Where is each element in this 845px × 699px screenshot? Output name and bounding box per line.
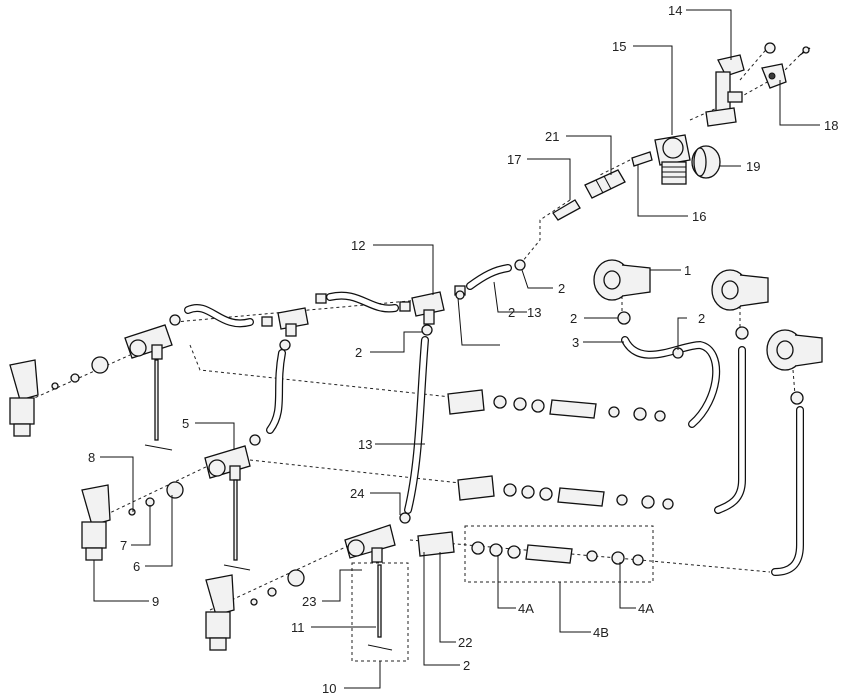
label-4a-right: 4A: [638, 601, 654, 616]
label-2-tee: 2: [355, 345, 362, 360]
label-4a-left: 4A: [518, 601, 534, 616]
label-12: 12: [351, 238, 365, 253]
label-10: 10: [322, 681, 336, 696]
label-2-left: 2: [570, 311, 577, 326]
label-13-top: 13: [527, 305, 541, 320]
label-6: 6: [133, 559, 140, 574]
inlet-fittings: [552, 169, 626, 221]
reservoir-fittings: [593, 259, 823, 405]
label-13-mid: 13: [358, 437, 372, 452]
water-valve-assembly: [631, 42, 811, 185]
label-2-mid: 2: [508, 305, 515, 320]
faucets: [9, 356, 305, 651]
label-15: 15: [612, 39, 626, 54]
label-8: 8: [88, 450, 95, 465]
label-21: 21: [545, 129, 559, 144]
label-7: 7: [120, 538, 127, 553]
label-16: 16: [692, 209, 706, 224]
fitting-chains: [399, 389, 674, 566]
label-14: 14: [668, 3, 682, 18]
label-3: 3: [572, 335, 579, 350]
label-2-bottom: 2: [463, 658, 470, 673]
label-5: 5: [182, 416, 189, 431]
label-24: 24: [350, 486, 364, 501]
label-9: 9: [152, 594, 159, 609]
dispense-valves: [124, 324, 396, 651]
label-19: 19: [746, 159, 760, 174]
group-box-4b: [464, 525, 654, 583]
label-1: 1: [684, 263, 691, 278]
assembly-dashed-lines: [29, 44, 806, 611]
tee-fittings: [169, 259, 526, 446]
label-11: 11: [291, 620, 305, 635]
part-labels: 14 15 18 21 17 19 16 12 1 2 2 2 2 2 13 3…: [88, 3, 838, 696]
label-2-upper: 2: [558, 281, 565, 296]
label-23: 23: [302, 594, 316, 609]
tubes: [184, 264, 804, 576]
label-4b: 4B: [593, 625, 609, 640]
label-18: 18: [824, 118, 838, 133]
label-22: 22: [458, 635, 472, 650]
label-2-right: 2: [698, 311, 705, 326]
leader-lines: [93, 9, 820, 689]
label-17: 17: [507, 152, 521, 167]
